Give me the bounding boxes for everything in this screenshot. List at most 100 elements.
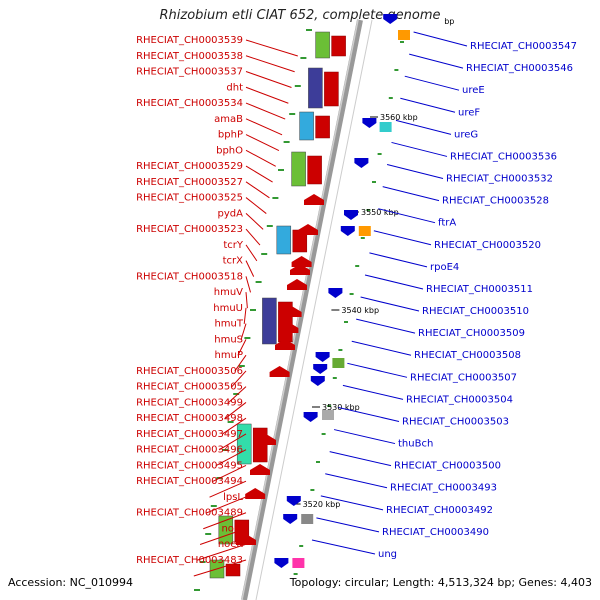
right-gene-label[interactable]: RHECIAT_CH0003511 bbox=[426, 284, 533, 295]
left-leader-line bbox=[245, 71, 292, 88]
right-gene-label[interactable]: thuBch bbox=[398, 439, 433, 450]
left-gene-label[interactable]: dht bbox=[226, 82, 243, 93]
right-gene-label[interactable]: ftrA bbox=[438, 218, 456, 229]
left-gene-label[interactable]: bphP bbox=[218, 130, 243, 141]
right-leader-line bbox=[409, 53, 464, 69]
right-gene-label[interactable]: ureF bbox=[458, 107, 480, 118]
right-leader-line bbox=[404, 75, 460, 91]
left-leader-line bbox=[245, 86, 289, 104]
left-leader-line bbox=[245, 228, 261, 246]
right-leader-line bbox=[311, 539, 376, 555]
left-gene-label[interactable]: hmuU bbox=[213, 303, 243, 314]
left-gene-label[interactable]: noeJ bbox=[221, 523, 243, 534]
reverse-gene-arrow bbox=[310, 376, 325, 386]
reverse-gene-arrow bbox=[340, 226, 355, 236]
left-gene-label[interactable]: RHECIAT_CH0003494 bbox=[136, 476, 243, 487]
right-gene-label[interactable]: ureG bbox=[454, 129, 478, 140]
left-gene-label[interactable]: pydA bbox=[218, 208, 244, 219]
left-gene-label[interactable]: hmuS bbox=[214, 334, 243, 345]
left-leader-line bbox=[245, 197, 267, 214]
right-gene-label[interactable]: RHECIAT_CH0003510 bbox=[422, 306, 529, 317]
gene-block-right bbox=[322, 410, 334, 420]
genes-value: 4,403 bbox=[560, 576, 593, 589]
left-gene-label[interactable]: RHECIAT_CH0003537 bbox=[136, 67, 243, 78]
accession-label: Accession: bbox=[8, 576, 67, 589]
right-gene-label[interactable]: RHECIAT_CH0003493 bbox=[390, 483, 497, 494]
left-gene-label[interactable]: RHECIAT_CH0003506 bbox=[136, 366, 243, 377]
left-gene-label[interactable]: RHECIAT_CH0003538 bbox=[136, 51, 243, 62]
right-gene-label[interactable]: RHECIAT_CH0003492 bbox=[386, 505, 493, 516]
right-gene-label[interactable]: RHECIAT_CH0003504 bbox=[406, 394, 513, 405]
left-gene-label[interactable]: RHECIAT_CH0003498 bbox=[136, 413, 243, 424]
left-gene-label[interactable]: bphO bbox=[216, 145, 243, 156]
left-gene-label[interactable]: hmuT bbox=[214, 319, 243, 330]
right-gene-label[interactable]: ung bbox=[378, 549, 397, 560]
left-gene-label[interactable]: RHECIAT_CH0003523 bbox=[136, 224, 243, 235]
right-gene-label[interactable]: ureE bbox=[462, 85, 485, 96]
gene-block-right bbox=[292, 558, 305, 568]
left-gene-label[interactable]: RHECIAT_CH0003505 bbox=[136, 382, 243, 393]
right-gene-label[interactable]: RHECIAT_CH0003547 bbox=[470, 41, 577, 52]
reverse-gene-arrow bbox=[362, 118, 377, 128]
right-gene-label[interactable]: RHECIAT_CH0003503 bbox=[402, 416, 509, 427]
right-gene-label[interactable]: RHECIAT_CH0003536 bbox=[450, 151, 557, 162]
reverse-gene-arrow bbox=[315, 352, 330, 362]
left-leader-line bbox=[231, 370, 247, 388]
left-gene-label[interactable]: RHECIAT_CH0003518 bbox=[136, 271, 243, 282]
right-leader-line bbox=[413, 31, 468, 47]
left-gene-label[interactable]: RHECIAT_CH0003497 bbox=[136, 429, 243, 440]
right-gene-label[interactable]: rpoE4 bbox=[430, 262, 459, 273]
right-gene-label[interactable]: RHECIAT_CH0003546 bbox=[466, 63, 573, 74]
gene-arrow bbox=[324, 71, 339, 107]
scale-tick-label: 3530 kbp bbox=[322, 403, 360, 412]
left-gene-label[interactable]: RHECIAT_CH0003529 bbox=[136, 161, 243, 172]
gene-block-right bbox=[398, 30, 410, 40]
left-gene-label[interactable]: amaB bbox=[214, 114, 243, 125]
left-gene-label[interactable]: hmuP bbox=[215, 350, 243, 361]
left-leader-line bbox=[234, 354, 247, 372]
right-gene-label[interactable]: RHECIAT_CH0003490 bbox=[382, 527, 489, 538]
left-gene-label[interactable]: hmuV bbox=[214, 287, 243, 298]
left-gene-label[interactable]: RHECIAT_CH0003483 bbox=[136, 555, 243, 566]
gene-arrow bbox=[307, 155, 322, 185]
left-gene-label[interactable]: tcrY bbox=[223, 240, 244, 251]
topology-value: circular bbox=[344, 576, 386, 589]
left-gene-label[interactable]: RHECIAT_CH0003489 bbox=[136, 508, 243, 519]
right-gene-label[interactable]: RHECIAT_CH0003520 bbox=[434, 240, 541, 251]
forward-gene-arrow bbox=[278, 322, 299, 333]
right-leader-line bbox=[342, 384, 404, 400]
left-gene-label[interactable]: RHECIAT_CH0003525 bbox=[136, 193, 243, 204]
right-leader-line bbox=[360, 296, 420, 312]
right-gene-label[interactable]: RHECIAT_CH0003508 bbox=[414, 350, 521, 361]
forward-gene-arrow bbox=[269, 366, 290, 377]
right-leader-line bbox=[320, 495, 384, 511]
left-leader-line bbox=[245, 134, 280, 151]
left-gene-label[interactable]: RHECIAT_CH0003527 bbox=[136, 177, 243, 188]
left-leader-line bbox=[245, 165, 273, 183]
right-leader-line bbox=[386, 164, 444, 180]
forward-gene-arrow bbox=[290, 264, 310, 275]
left-leader-line bbox=[245, 39, 298, 57]
left-gene-label[interactable]: lpsL bbox=[223, 492, 243, 503]
left-gene-label[interactable]: RHECIAT_CH0003496 bbox=[136, 445, 243, 456]
left-gene-label[interactable]: RHECIAT_CH0003499 bbox=[136, 397, 243, 408]
right-gene-label[interactable]: RHECIAT_CH0003509 bbox=[418, 328, 525, 339]
left-leader-line bbox=[221, 417, 247, 435]
left-gene-label[interactable]: noeK bbox=[218, 539, 244, 550]
left-gene-label[interactable]: RHECIAT_CH0003495 bbox=[136, 460, 243, 471]
left-leader-line bbox=[203, 512, 247, 530]
right-gene-label[interactable]: RHECIAT_CH0003500 bbox=[394, 461, 501, 472]
left-leader-line bbox=[240, 323, 247, 340]
left-gene-label[interactable]: tcrX bbox=[223, 256, 244, 267]
gene-block-right bbox=[301, 514, 314, 524]
right-gene-label[interactable]: RHECIAT_CH0003532 bbox=[446, 174, 553, 185]
left-gene-label[interactable]: RHECIAT_CH0003534 bbox=[136, 98, 243, 109]
left-leader-line bbox=[245, 260, 255, 277]
gene-arrow bbox=[315, 115, 330, 139]
left-gene-label[interactable]: RHECIAT_CH0003539 bbox=[136, 35, 243, 46]
right-gene-label[interactable]: RHECIAT_CH0003528 bbox=[442, 196, 549, 207]
gene-block-right bbox=[358, 226, 371, 236]
forward-gene-arrow bbox=[287, 279, 307, 290]
right-gene-label[interactable]: RHECIAT_CH0003507 bbox=[410, 372, 517, 383]
length-label: Length: bbox=[392, 576, 435, 589]
